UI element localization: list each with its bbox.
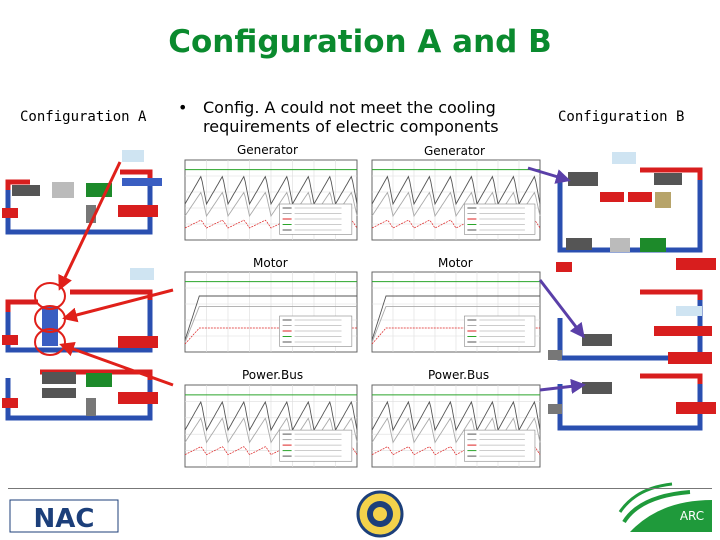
schematic-a-top [2,150,162,235]
schematic-b-middle [548,289,712,364]
configuration-a-label: Configuration A [20,109,147,125]
plot-title-motor-b: Motor [438,256,473,270]
schematic-a-middle [2,268,158,353]
page-title: Configuration A and B [168,24,552,60]
red-arrows [58,161,174,387]
plot-generator-b [371,159,541,241]
arrow-generator-a [58,161,122,291]
seal-icon [356,490,404,538]
arrow-motor-a [62,288,174,323]
arrow-generator-b [527,166,571,184]
arrow-motor-b [538,279,585,339]
plot-title-generator-b: Generator [424,144,485,158]
arrow-powerbus-a [59,342,174,387]
arc-logo-text: ARC [680,509,704,523]
bullet-marker: • [178,98,188,117]
schematic-b-bottom [548,373,716,431]
plot-motor-a [184,271,358,353]
configuration-b-label: Configuration B [558,109,685,125]
nac-logo: NAC [9,499,119,534]
plot-title-motor-a: Motor [253,256,288,270]
schematic-a-bottom [2,369,158,421]
plot-powerbus-a [184,384,358,468]
plot-title-powerbus-b: Power.Bus [428,368,490,382]
footer-divider [8,488,712,489]
arrow-powerbus-b [539,378,586,394]
blue-arrows [527,166,586,394]
plot-motor-b [371,271,541,353]
plot-powerbus-b [371,384,541,468]
schematic-b-top [556,152,716,272]
plot-title-powerbus-a: Power.Bus [242,368,304,382]
plot-title-generator-a: Generator [237,143,298,157]
nac-logo-text: NAC [34,504,95,534]
bullet-text: Config. A could not meet the cooling req… [203,98,499,136]
plot-generator-a [184,159,358,241]
simulation-plots [184,159,541,468]
arc-logo: ARC [618,482,712,532]
